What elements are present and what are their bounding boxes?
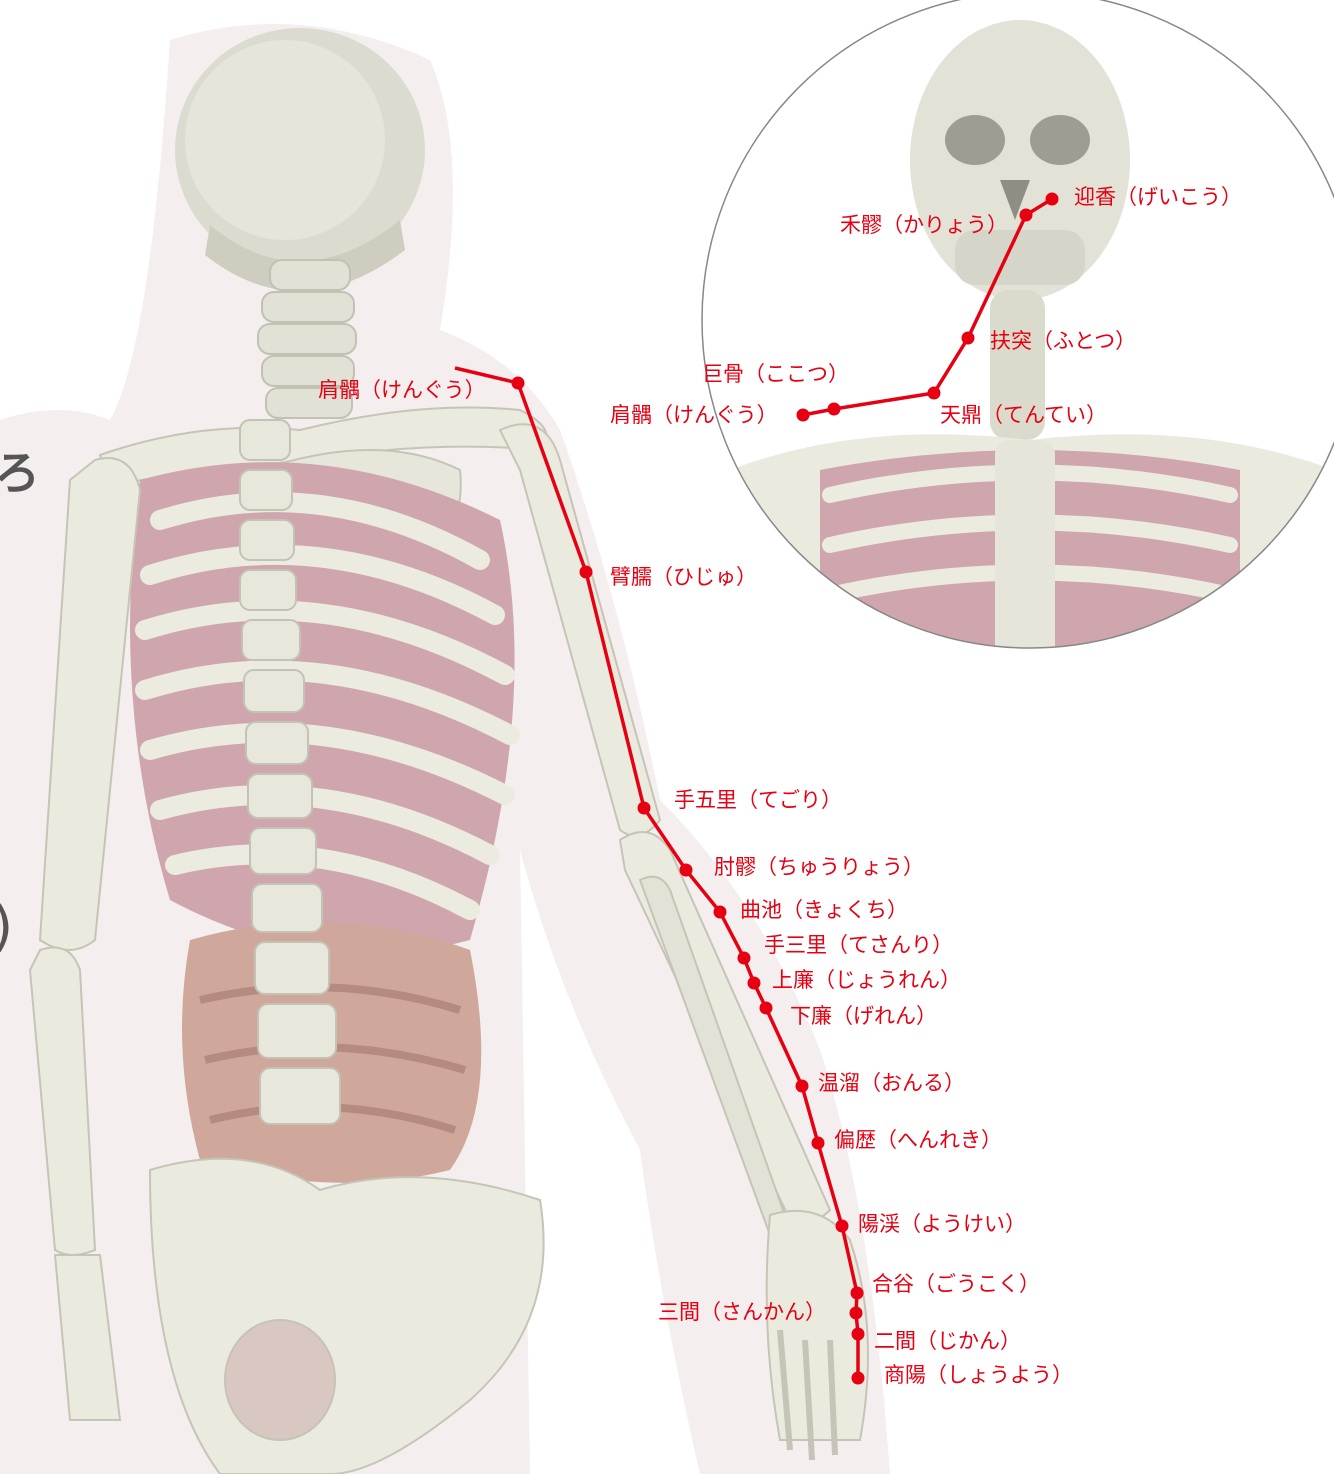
- label-heliao: 禾髎（かりょう）: [840, 215, 1008, 236]
- label-wenliu: 温溜（おんる）: [818, 1073, 965, 1094]
- acupoint-jianyu-inset: [797, 409, 810, 422]
- acupoint-quchi: [714, 906, 727, 919]
- label-pianli: 偏歴（へんれき）: [834, 1130, 1002, 1151]
- acupoint-wenliu: [796, 1080, 809, 1093]
- acupoint-yangxi: [836, 1220, 849, 1233]
- label-shouwuli: 手五里（てごり）: [674, 790, 842, 811]
- label-hegu: 合谷（ごうこく）: [872, 1274, 1040, 1295]
- label-tianding: 天鼎（てんてい）: [940, 405, 1107, 426]
- acupoint-erjian: [852, 1328, 865, 1341]
- label-shousanli: 手三里（てさんり）: [764, 935, 953, 956]
- label-jugu: 巨骨（ここつ）: [702, 364, 849, 385]
- label-shangyang: 商陽（しょうよう）: [884, 1365, 1073, 1386]
- label-yangxi: 陽渓（ようけい）: [858, 1214, 1026, 1235]
- label-sanjian: 三間（さんかん）: [658, 1302, 826, 1323]
- acupoint-sanjian: [850, 1307, 863, 1320]
- edge-text-top: ろ: [0, 450, 40, 496]
- label-yingxiang: 迎香（げいこう）: [1074, 187, 1242, 208]
- skull: [175, 28, 425, 291]
- acupoint-yingxiang: [1046, 193, 1059, 206]
- label-xialian: 下廉（げれん）: [790, 1006, 937, 1027]
- label-erjian: 二間（じかん）: [874, 1331, 1021, 1352]
- acupoint-shousanli: [738, 952, 751, 965]
- label-binao: 臂臑（ひじゅ）: [610, 567, 757, 588]
- rib-cage: [130, 462, 515, 953]
- label-quchi: 曲池（きょくち）: [740, 900, 908, 921]
- acupoint-binao: [580, 566, 593, 579]
- acupoint-shouwuli: [638, 802, 651, 815]
- acupoint-xialian: [760, 1002, 773, 1015]
- acupoint-hegu: [851, 1287, 864, 1300]
- label-jianyu-inset: 肩髃（けんぐう）: [610, 405, 778, 426]
- acupoint-shangyang: [852, 1372, 865, 1385]
- label-shanglian: 上廉（じょうれん）: [772, 970, 961, 991]
- acupoint-shanglian: [748, 977, 761, 990]
- label-jianyu: 肩髃（けんぐう）: [318, 380, 486, 401]
- acupoint-zhouliao: [680, 864, 693, 877]
- acupoint-jianyu: [512, 377, 525, 390]
- label-zhouliao: 肘髎（ちゅうりょう）: [714, 857, 924, 878]
- label-futu: 扶突（ふとつ）: [990, 331, 1136, 352]
- acupoint-futu: [962, 332, 975, 345]
- acupoint-jugu: [828, 403, 841, 416]
- acupoint-pianli: [812, 1137, 825, 1150]
- acupoint-heliao: [1020, 209, 1033, 222]
- acupoint-tianding: [928, 387, 941, 400]
- edge-text-bottom: ): [0, 900, 13, 954]
